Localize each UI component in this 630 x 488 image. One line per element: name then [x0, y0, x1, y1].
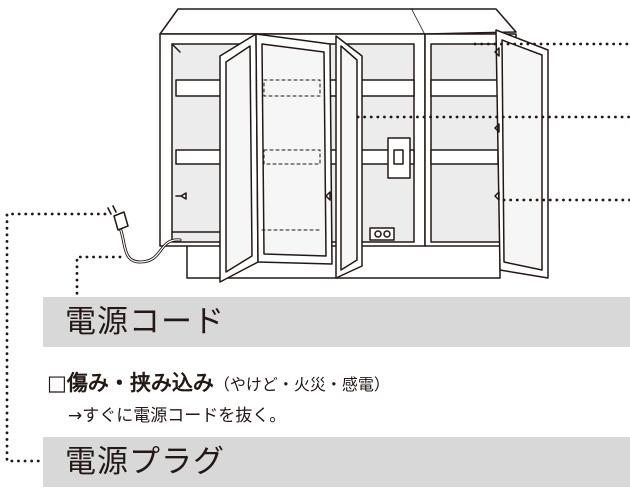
power-plug-icon: [107, 205, 129, 231]
action-instruction: →すぐに電源コードを抜く。: [68, 406, 287, 426]
power-plug-label-bar: 電源プラグ: [43, 437, 630, 487]
hazard-consequence: （やけど・火災・感電）: [213, 375, 390, 394]
hazard-text: 傷み・挟み込み: [66, 371, 214, 395]
hazard-warning: □傷み・挟み込み（やけど・火災・感電）: [47, 369, 390, 399]
power-plug-title: 電源プラグ: [65, 444, 225, 480]
outlet-icon: [393, 149, 404, 165]
checkbox-icon: □: [47, 371, 67, 395]
power-cord-title: 電源コード: [65, 304, 225, 340]
power-cord-label-bar: 電源コード: [43, 297, 630, 347]
